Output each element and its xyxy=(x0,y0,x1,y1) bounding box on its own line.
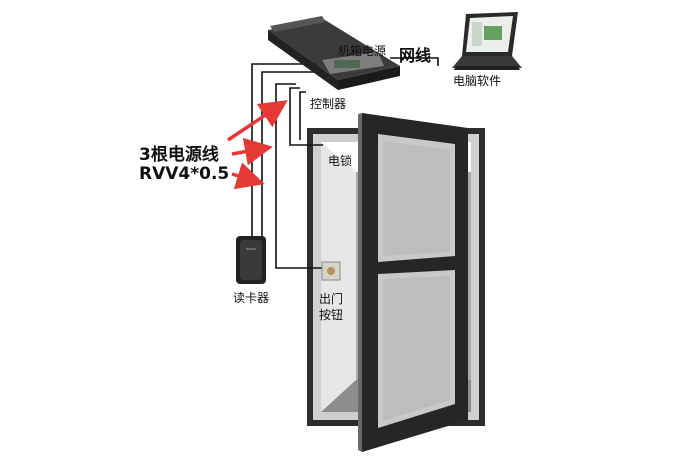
network-cable-label: 网线 xyxy=(399,46,432,65)
card-reader-device xyxy=(236,236,266,284)
laptop-icon xyxy=(452,12,522,70)
door-leaf xyxy=(358,113,468,452)
exit-button-label-line2: 按钮 xyxy=(319,308,344,322)
annotation-arrows xyxy=(227,100,288,190)
arrow-to-lock xyxy=(231,137,273,166)
arrow-to-controller xyxy=(227,100,288,142)
power-box xyxy=(268,16,400,90)
power-box-label: 机箱电源 xyxy=(338,44,387,58)
cable-spec-label: RVV4*0.5 xyxy=(139,164,230,184)
exit-button-label-line1: 出门 xyxy=(319,292,344,306)
pc-software-label: 电脑软件 xyxy=(453,74,502,88)
controller-label: 控制器 xyxy=(310,97,347,111)
exit-button-device xyxy=(321,261,341,281)
lock-label: 电锁 xyxy=(328,154,353,168)
card-reader-label: 读卡器 xyxy=(233,291,270,305)
arrow-to-reader xyxy=(231,162,265,190)
power-wires-label: 3根电源线 xyxy=(139,145,219,165)
